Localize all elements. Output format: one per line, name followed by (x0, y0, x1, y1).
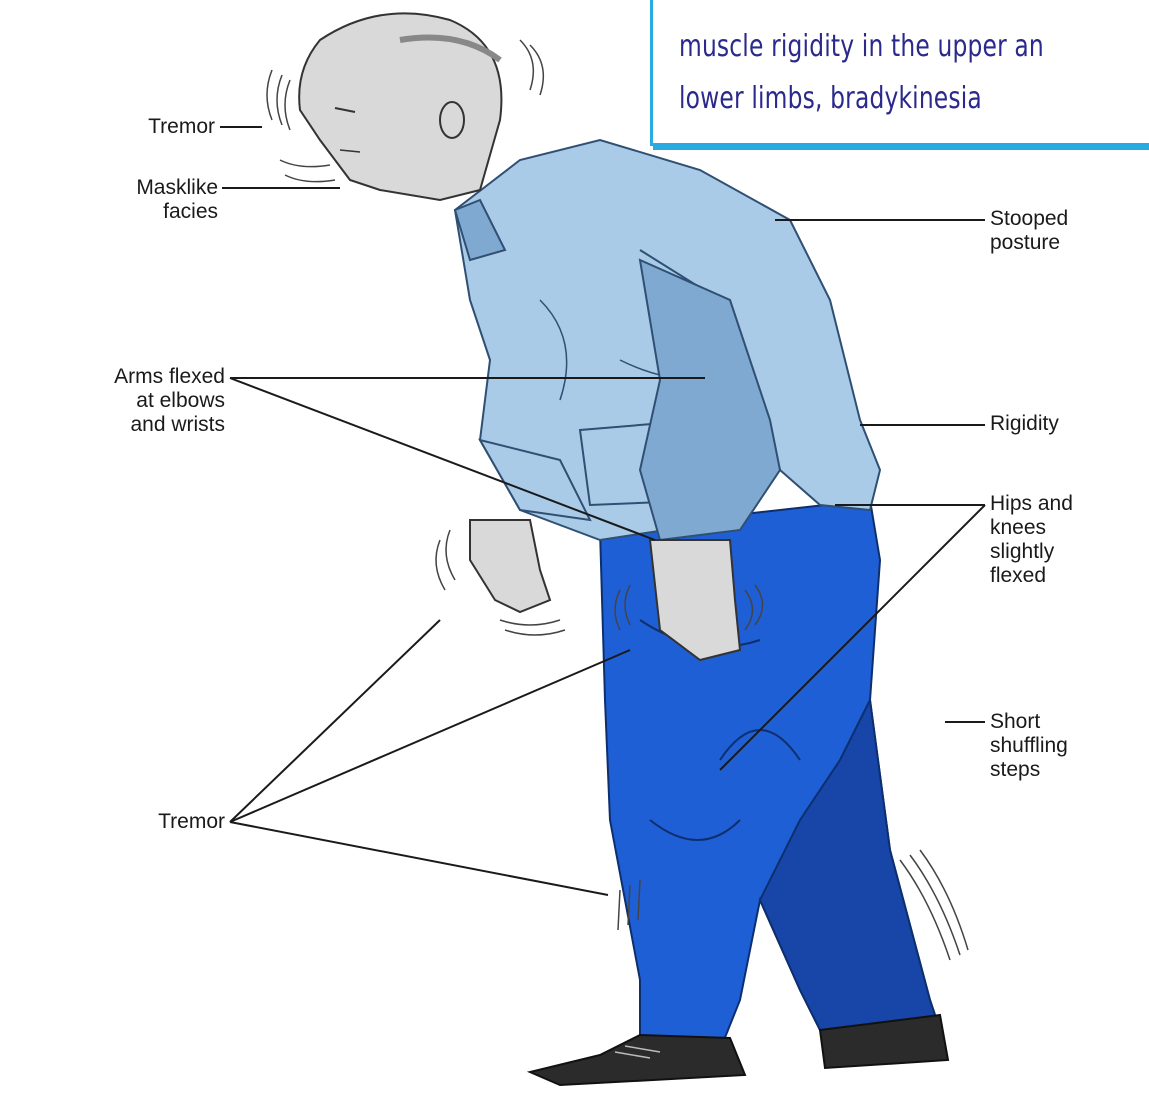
pointer-tremor-1 (230, 620, 440, 822)
note-box: muscle rigidity in the upper an lower li… (650, 0, 1149, 146)
label-stooped-posture: Stooped posture (990, 207, 1140, 255)
note-text: muscle rigidity in the upper an lower li… (679, 21, 1060, 125)
label-tremor-limbs: Tremor (60, 810, 225, 834)
shoes (530, 1015, 948, 1085)
pointer-tremor-3 (230, 822, 608, 895)
head (299, 13, 501, 200)
pants (600, 500, 945, 1060)
label-tremor-head: Tremor (60, 115, 215, 139)
note-line-2: lower limbs, bradykinesia (679, 81, 982, 116)
label-hips-knees: Hips and knees slightly flexed (990, 492, 1145, 588)
shirt (455, 140, 880, 540)
note-line-1: muscle rigidity in the upper an (679, 29, 1044, 64)
pointer-tremor-2 (230, 650, 630, 822)
label-arms-flexed: Arms flexed at elbows and wrists (5, 365, 225, 437)
label-shuffling-steps: Short shuffling steps (990, 710, 1140, 782)
label-rigidity: Rigidity (990, 412, 1140, 436)
label-masklike-facies: Masklike facies (40, 176, 218, 224)
